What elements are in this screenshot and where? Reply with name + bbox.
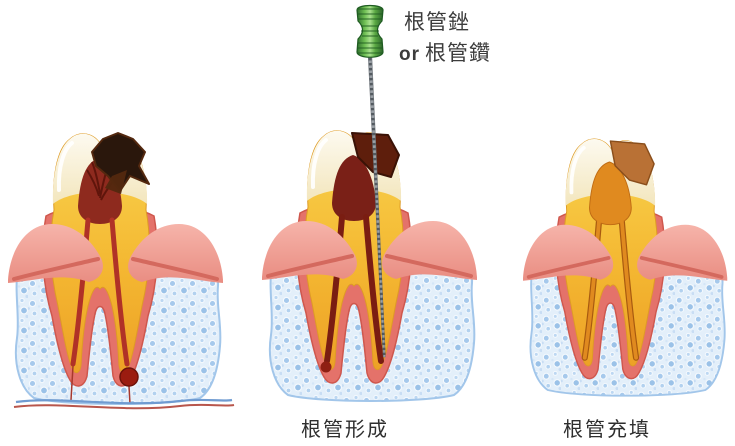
decay	[91, 132, 150, 192]
apical-lesion	[320, 361, 332, 373]
instrument-label-alt: 根管鑽	[425, 42, 491, 65]
caption-canal-shaping: 根管形成	[301, 419, 389, 441]
crown-restoration	[609, 140, 655, 186]
instrument-label-or: or	[399, 44, 420, 65]
handle-ribs	[357, 8, 383, 54]
instrument-label-line1: 根管銼	[404, 11, 470, 34]
stage3-filled-tooth	[523, 138, 728, 397]
enamel-highlight	[310, 138, 328, 189]
nerve-vessels	[13, 398, 235, 410]
root-canal-file	[356, 4, 386, 358]
enamel-highlight	[569, 145, 586, 195]
caption-canal-filling: 根管充填	[563, 419, 651, 441]
stage2-shaping-tooth	[262, 130, 477, 402]
enamel-highlight	[56, 141, 74, 192]
stage1-infected-tooth	[8, 132, 223, 405]
abscess	[119, 367, 139, 387]
